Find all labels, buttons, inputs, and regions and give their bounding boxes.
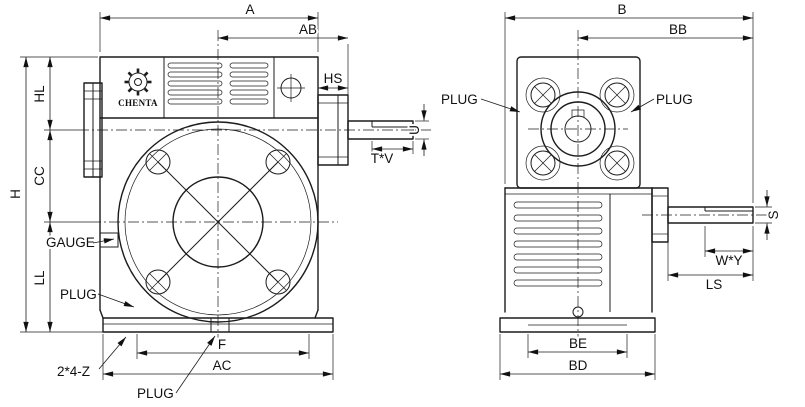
dim-hl-label: HL [32,85,47,103]
dim-ll-label: LL [32,270,47,286]
callout-plug-right-label: PLUG [656,92,693,107]
dim-ls-label: LS [706,277,723,292]
dim-ac-label: AC [213,358,232,373]
side-cooling-fins [513,201,603,287]
front-view: CHENTA [6,0,432,403]
front-cooling-fins [167,62,269,105]
dim-b-label: B [617,2,626,17]
side-view: B BB S W*Y LS BE [439,0,783,380]
dim-wy-label: W*Y [716,253,743,268]
dim-u-label: U [407,125,422,135]
side-callouts: PLUG PLUG [439,90,695,113]
output-shaft [651,187,754,243]
gear-icon [124,68,152,96]
dim-s-label: S [766,210,781,219]
side-dimensions: B BB S W*Y LS BE [499,0,783,380]
callout-plug-left-label: PLUG [441,92,478,107]
callout-plug-bottom-label: PLUG [137,386,174,401]
dim-cc-label: CC [32,166,47,186]
front-callouts: GAUGE PLUG 2*4-Z PLUG [44,233,216,403]
dim-bb-label: BB [669,22,687,37]
dim-tv-label: T*V [371,151,394,166]
side-corner-bolts [525,77,635,181]
front-housing-body [99,56,334,333]
top-bolt [277,74,305,102]
flange-bolts [145,149,291,295]
wheel-housing-circles [117,121,319,323]
callout-gauge-label: GAUGE [46,235,95,250]
dim-ab-label: AB [299,22,317,37]
logo-text: CHENTA [118,98,158,108]
dim-f-label: F [218,337,226,352]
callout-plug-side-label: PLUG [60,287,97,302]
dim-h-label: H [8,189,23,199]
side-housing-body [499,56,656,333]
dim-be-label: BE [569,336,587,351]
front-dimensions: A AB HS U T*V H [6,0,429,380]
dim-hs-label: HS [324,71,343,86]
dim-bd-label: BD [569,358,588,373]
front-centerlines [78,30,432,348]
brand-logo: CHENTA [118,68,158,108]
dim-a-label: A [245,2,254,17]
worm-left-end-cap [83,82,103,178]
wheel-shaft-bore [540,91,616,167]
callout-holes-label: 2*4-Z [57,364,90,379]
input-shaft [347,120,414,140]
